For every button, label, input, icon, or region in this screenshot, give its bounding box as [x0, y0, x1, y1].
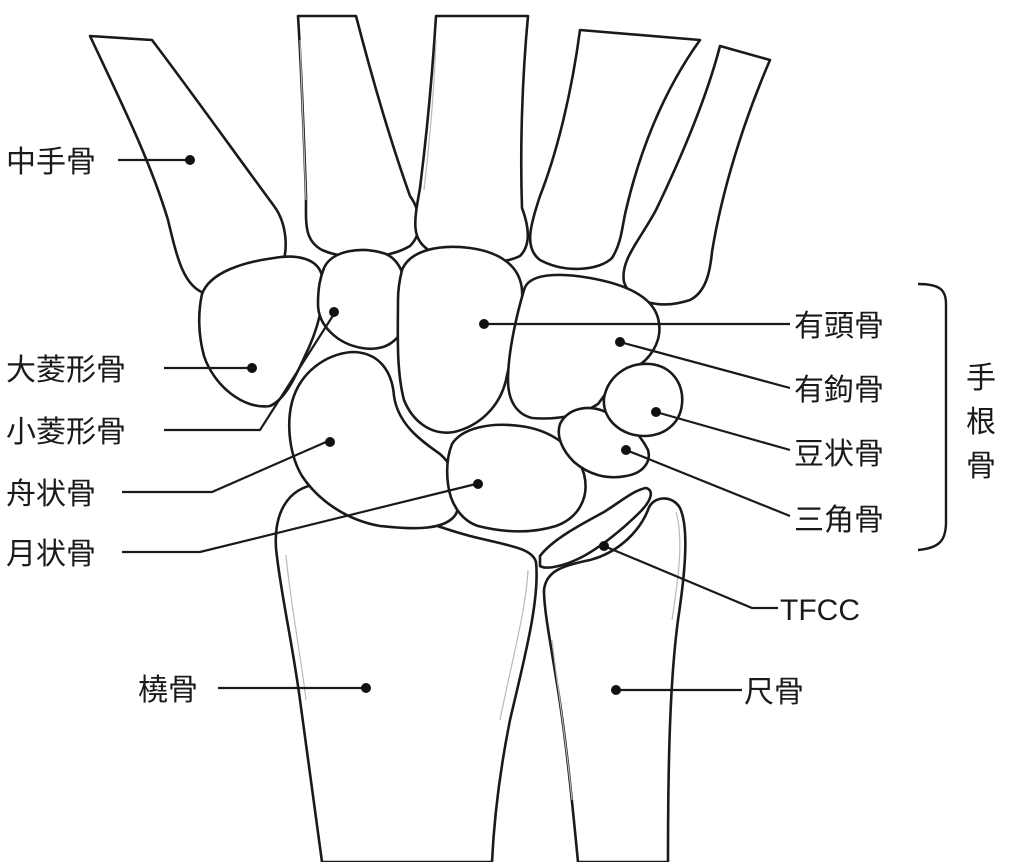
label-carpal-group-3: 骨 [966, 449, 996, 484]
label-radius: 橈骨 [138, 673, 198, 708]
trapezoid-bone [316, 248, 409, 351]
label-scaphoid: 舟状骨 [6, 477, 96, 512]
ulna-bone [542, 497, 687, 862]
label-carpal-group-2: 根 [966, 405, 996, 440]
label-lunate: 月状骨 [6, 537, 96, 572]
carpal-group-bracket [917, 282, 948, 552]
tfcc-disc [538, 486, 653, 569]
label-pisiform: 豆状骨 [794, 437, 884, 472]
label-capitate: 有頭骨 [794, 309, 884, 344]
label-triquetrum: 三角骨 [794, 503, 884, 538]
label-tfcc: TFCC [780, 594, 860, 627]
lunate-bone [445, 423, 587, 533]
radius-bone [274, 482, 538, 862]
label-trapezium: 大菱形骨 [6, 353, 126, 388]
leader-lines [118, 155, 791, 695]
label-hamate: 有鉤骨 [794, 373, 884, 408]
label-trapezoid: 小菱形骨 [6, 415, 126, 450]
label-carpal-group-1: 手 [966, 361, 996, 396]
pisiform-bone [602, 362, 684, 438]
label-metacarpal: 中手骨 [6, 145, 96, 180]
label-ulna: 尺骨 [744, 675, 804, 710]
capitate-bone [396, 245, 524, 434]
